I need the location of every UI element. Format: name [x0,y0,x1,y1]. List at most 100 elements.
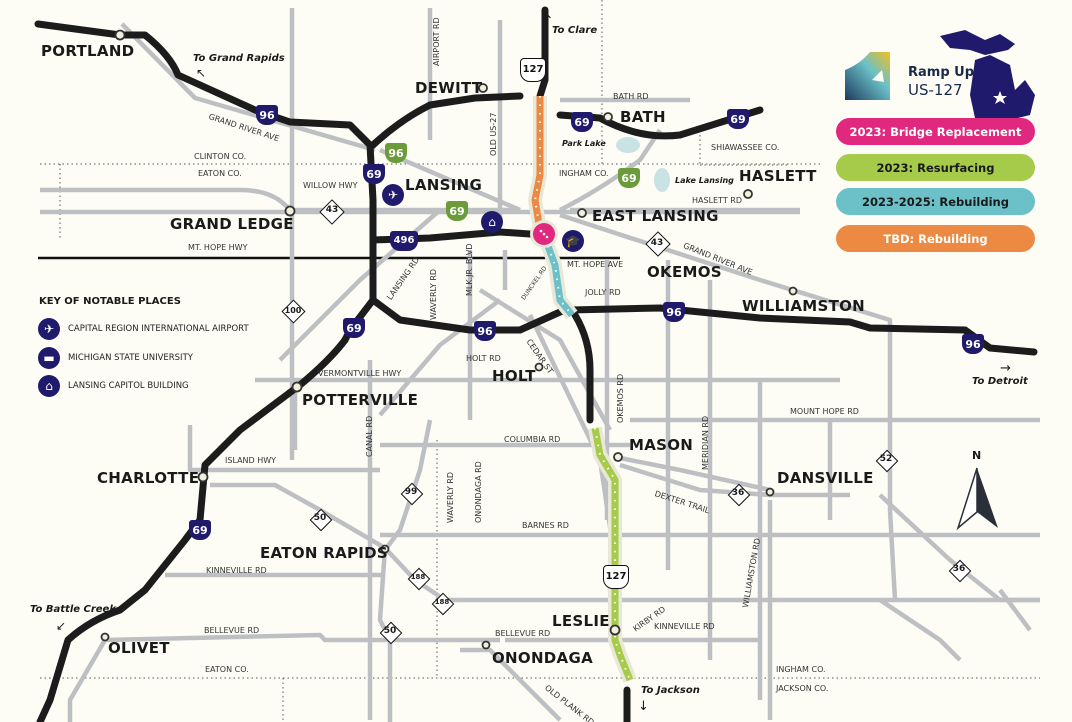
direction-clare: To Clare [552,25,598,36]
city-potterville: POTTERVILLE [302,391,419,409]
label-park-lake: Park Lake [562,139,606,148]
city-holt: HOLT [492,367,536,385]
city-okemos: OKEMOS [647,263,722,281]
key-item-airport: ✈ CAPITAL REGION INTERNATIONAL AIRPORT [38,318,249,340]
airport-map-icon: ✈ [382,184,404,206]
city-grand-ledge: GRAND LEDGE [170,215,294,233]
road-kinneville-east: KINNEVILLE RD [654,622,715,631]
m36-east-label: 36 [952,564,966,574]
city-williamston: WILLIAMSTON [742,297,865,315]
road-airport-rd: AIRPORT RD [432,17,441,66]
direction-detroit: To Detroit [972,376,1028,387]
label-lake-lansing: Lake Lansing [675,176,734,185]
graduation-cap-icon: ▬ [38,347,60,369]
i96-shield-okemos-icon: 96 [663,302,685,322]
key-item-label: MICHIGAN STATE UNIVERSITY [68,353,193,363]
airplane-icon: ✈ [38,318,60,340]
i69-shield-charlotte-icon: 69 [189,520,211,540]
key-item-label: CAPITAL REGION INTERNATIONAL AIRPORT [68,324,249,334]
i69-shield-ne-icon: 69 [727,109,749,129]
m188-north-label: 188 [410,573,426,581]
road-willow-hwy: WILLOW HWY [303,181,358,190]
m43-west-label: 43 [325,205,339,215]
direction-battle-creek: To Battle Creek [30,604,116,615]
arrow-down-icon: ↓ [638,699,649,714]
i96-bl-shield-icon: 96 [385,143,407,163]
capitol-dome-icon: ⌂ [38,375,60,397]
capitol-map-icon: ⌂ [481,211,503,233]
key-item-msu: ▬ MICHIGAN STATE UNIVERSITY [38,347,193,369]
road-mlk-blvd: MLK.JR. BLVD [465,243,474,296]
road-old-us27: OLD US-27 [489,112,498,156]
key-item-capitol: ⌂ LANSING CAPITOL BUILDING [38,375,189,397]
road-mt-hope-hwy: MT. HOPE HWY [188,243,248,252]
us127-shield-north-icon: 127 [520,58,546,82]
i69-shield-sw-icon: 69 [343,318,365,338]
road-jolly-rd: JOLLY RD [585,288,621,297]
road-meridian-rd: MERIDIAN RD [701,415,710,470]
road-vermontville-hwy: VERMONTVILLE HWY [318,369,402,378]
direction-jackson: To Jackson [641,685,700,696]
road-onondaga-rd: ONONDAGA RD [474,461,483,523]
m36-label: 36 [731,488,745,498]
road-bellevue-west: BELLEVUE RD [204,626,260,635]
county-jackson: JACKSON CO. [776,684,829,693]
city-olivet: OLIVET [108,639,170,657]
compass-north-label: N [972,449,982,462]
brand-subtitle: US-127 [908,81,963,99]
m50-north-label: 50 [313,513,327,523]
city-bath: BATH [620,108,666,126]
direction-grand-rapids: To Grand Rapids [193,53,285,64]
msu-map-icon: 🎓 [562,230,584,252]
road-mount-hope-rd: MOUNT HOPE RD [790,407,859,416]
i496-shield-icon: 496 [390,231,418,251]
i69-bl-shield-ingham-icon: 69 [618,168,640,188]
city-mason: MASON [629,436,694,454]
road-waverly-north: WAVERLY RD [429,268,438,320]
park-lake [616,137,640,153]
i96-shield-holt-icon: 96 [474,321,496,341]
m99-label: 99 [404,487,418,497]
county-eaton-north: EATON CO. [198,169,242,178]
legend-rebuilding-tbd: TBD: Rebuilding [836,225,1035,252]
i96-shield-icon: 96 [256,105,278,125]
county-ingham-north: INGHAM CO. [559,169,609,178]
city-leslie: LESLIE [552,612,610,630]
road-waverly-south: WAVERLY RD [446,471,455,523]
brand-title: Ramp Up [908,65,975,80]
road-okemos-rd: OKEMOS RD [616,373,625,423]
m52-label: 52 [879,454,893,464]
county-shiawassee: SHIAWASSEE CO. [711,143,780,152]
i69-bl-shield-icon: 69 [446,201,468,221]
arrow-downleft-icon: ↙ [56,619,67,633]
legend-resurfacing: 2023: Resurfacing [836,154,1035,181]
road-bath-rd: BATH RD [613,92,649,101]
key-item-label: LANSING CAPITOL BUILDING [68,381,189,391]
i96-shield-east-icon: 96 [962,334,984,354]
i69-shield-bath-icon: 69 [571,112,593,132]
city-east-lansing: EAST LANSING [592,207,719,225]
road-haslett-rd: HASLETT RD [692,196,742,205]
michigan-map-icon [940,30,1035,120]
road-kinneville-west: KINNEVILLE RD [206,566,267,575]
m43-east-label: 43 [650,238,664,248]
m100-label: 100 [284,306,302,315]
road-holt-rd: HOLT RD [466,354,501,363]
city-haslett: HASLETT [739,167,817,185]
m188-south-label: 188 [434,598,450,606]
city-lansing: LANSING [405,176,483,194]
city-markers [100,29,798,650]
city-dewitt: DEWITT [415,79,483,97]
city-charlotte: CHARLOTTE [97,469,200,487]
arrow-up-icon: ↑ [542,13,554,29]
road-barnes-rd: BARNES RD [522,521,569,530]
legend-bridge-replacement: 2023: Bridge Replacement [836,118,1035,145]
county-ingham-south: INGHAM CO. [776,665,826,674]
road-bellevue-east: BELLEVUE RD [495,629,551,638]
us127-corridor [528,96,637,683]
city-dansville: DANSVILLE [777,469,874,487]
road-island-hwy: ISLAND HWY [225,456,277,465]
arrow-upleft-icon: ↖ [196,66,207,80]
